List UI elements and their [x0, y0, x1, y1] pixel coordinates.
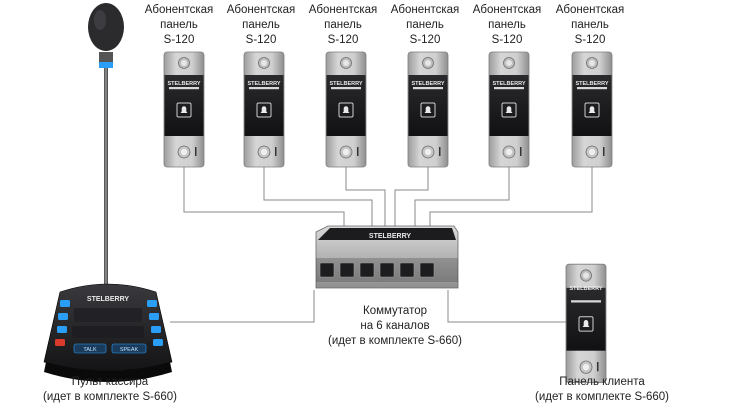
wire-2	[263, 165, 373, 228]
subscriber-panel-1	[163, 51, 205, 168]
subscriber-panel-3	[325, 51, 367, 168]
wire-3	[345, 165, 386, 228]
subscriber-panel-2	[243, 51, 285, 168]
cashier-console	[43, 3, 173, 382]
wires-group	[170, 165, 593, 323]
wire-5	[414, 165, 510, 228]
switch-label: Коммутатор на 6 каналов (идет в комплект…	[328, 305, 462, 347]
brand-mark-3: STELBERRY	[329, 81, 362, 87]
brand-mark-console: STELBERRY	[87, 296, 129, 303]
console-label: Пульт кассира (идет в комплекте S-660)	[43, 376, 177, 403]
wire-1	[183, 165, 345, 228]
wire-6	[429, 165, 593, 228]
brand-mark-6: STELBERRY	[575, 81, 608, 87]
client-panel-label: Панель клиента (идет в комплекте S-660)	[535, 376, 669, 403]
subscriber-panel-4	[407, 51, 449, 168]
brand-mark-5: STELBERRY	[492, 81, 525, 87]
speak-button-label: SPEAK	[120, 347, 139, 353]
subscriber-panel-5	[488, 51, 530, 168]
wire-client	[447, 290, 566, 323]
wire-console	[170, 290, 315, 323]
client-panel	[565, 263, 607, 384]
brand-mark-client: STELBERRY	[569, 286, 602, 292]
wire-4	[394, 165, 429, 228]
subscriber-panel-6	[571, 51, 613, 168]
brand-mark-switch: STELBERRY	[369, 233, 411, 240]
brand-mark-1: STELBERRY	[167, 81, 200, 87]
talk-button-label: TALK	[83, 347, 97, 353]
brand-mark-4: STELBERRY	[411, 81, 444, 87]
brand-mark-2: STELBERRY	[247, 81, 280, 87]
switch-device	[315, 225, 459, 289]
